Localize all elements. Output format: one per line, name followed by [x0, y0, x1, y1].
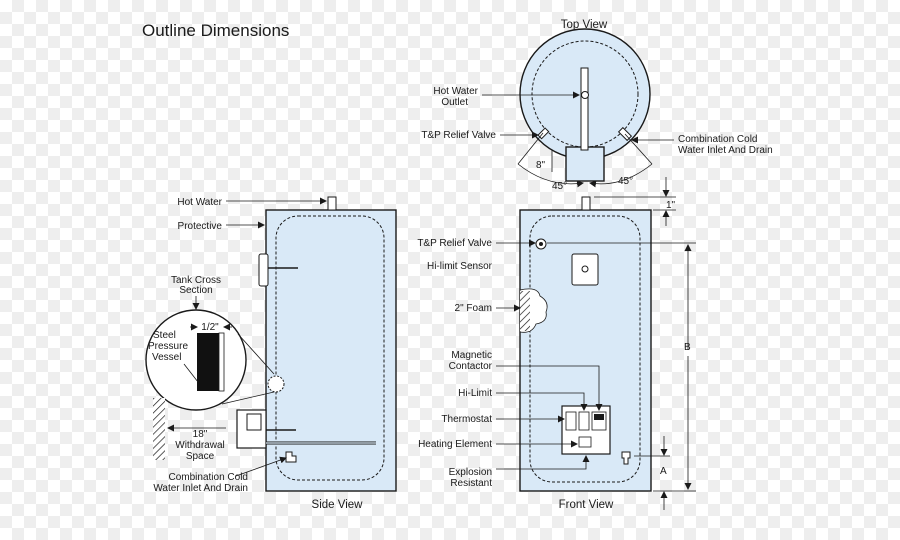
- hot-water-outlet-point: [581, 91, 589, 99]
- angle-right-label: 45°: [618, 176, 633, 187]
- magnetic-contactor-label-1: Magnetic: [451, 350, 492, 361]
- explosion-resistant-leader: [496, 455, 590, 470]
- tank-cross-section-label-2: Section: [179, 285, 212, 296]
- foam-hatch: [520, 291, 530, 331]
- explosion-resistant-label-2: Resistant: [450, 478, 492, 489]
- steel-label-2: Pressure: [148, 341, 188, 352]
- side-view: 1/2" Steel Pressure Vessel Tank Cross Se…: [145, 196, 397, 511]
- side-view-label: Side View: [312, 499, 364, 511]
- steel-label-3: Vessel: [152, 352, 181, 363]
- side-combination-inlet-leader: [235, 456, 287, 477]
- withdrawal-label-1: 18": [193, 429, 208, 440]
- withdrawal-label-3: Space: [186, 451, 215, 462]
- top-view-inner-tank: [531, 40, 639, 148]
- front-view-inner-tank: [529, 215, 641, 483]
- magnetic-contactor-label-2: Contactor: [449, 361, 493, 372]
- wall-hatch: [153, 398, 165, 460]
- heating-element-label: Heating Element: [418, 439, 492, 450]
- angle-arc-left: [517, 163, 584, 188]
- hot-water-outlet-pipe: [580, 67, 589, 151]
- top-combination-inlet-label-2: Water Inlet And Drain: [678, 145, 773, 156]
- side-section-marker: [267, 375, 285, 393]
- tank-cross-section-label-1: Tank Cross: [171, 275, 221, 286]
- side-element-box: [246, 413, 262, 431]
- angle-arc-right: [589, 163, 653, 188]
- thermostat-component: [565, 411, 577, 431]
- hot-water-outlet-label-2: Outlet: [441, 97, 468, 108]
- angle-guide-right: [624, 133, 653, 165]
- dim-1-label: 1": [666, 200, 676, 211]
- half-inch-label: 1/2": [201, 322, 219, 333]
- tp-relief-valve-core: [539, 242, 543, 246]
- steel-pressure-vessel-leader: [183, 363, 199, 383]
- magnifier-tangent-top: [237, 333, 275, 375]
- side-hot-water-label: Hot Water: [177, 197, 222, 208]
- side-upper-fitting: [258, 253, 269, 287]
- steel-pressure-vessel-wall: [197, 333, 219, 391]
- front-drain-valve: [621, 451, 631, 465]
- angle-left-label: 45°: [552, 181, 567, 192]
- hot-water-outlet-label-1: Hot Water: [433, 86, 478, 97]
- tank-wall-sample: [218, 332, 225, 392]
- front-tp-relief-valve-label: T&P Relief Valve: [417, 238, 492, 249]
- dim-8-label: 8": [536, 160, 546, 171]
- dim-a-label: A: [660, 466, 667, 477]
- front-view-label: Front View: [559, 499, 614, 511]
- thermostat-label: Thermostat: [441, 414, 492, 425]
- side-view-tank-outline: [265, 209, 397, 492]
- diagram-title: Outline Dimensions: [142, 21, 289, 40]
- hi-limit-sensor-label: Hi-limit Sensor: [427, 261, 493, 272]
- side-view-inner-tank: [275, 215, 385, 481]
- top-view-base-box: [565, 146, 605, 182]
- side-hot-water-nipple: [327, 196, 337, 211]
- hi-limit-sensor-dot: [581, 265, 589, 273]
- heating-element-terminal: [578, 436, 592, 448]
- explosion-resistant-label-1: Explosion: [449, 467, 492, 478]
- hi-limit-label: Hi-Limit: [458, 388, 492, 399]
- magnifier-tangent-bottom: [221, 391, 275, 405]
- top-combination-inlet-label-1: Combination Cold: [678, 134, 758, 145]
- side-combination-inlet-label-2: Water Inlet And Drain: [153, 483, 248, 494]
- dim-b-label: B: [684, 342, 691, 353]
- magnetic-contactor-leader: [496, 365, 603, 411]
- foam-label: 2" Foam: [455, 303, 492, 314]
- hi-limit-leader: [496, 392, 588, 411]
- top-tp-relief-valve-label: T&P Relief Valve: [421, 130, 496, 141]
- steel-label-1: Steel: [153, 330, 176, 341]
- protective-label: Protective: [178, 221, 223, 232]
- front-hot-water-nipple: [581, 196, 591, 211]
- side-combination-inlet-label-1: Combination Cold: [169, 472, 249, 483]
- top-view: Top View 8" 45° 45° Hot Water Outlet T&P…: [421, 19, 772, 192]
- withdrawal-label-2: Withdrawal: [175, 440, 224, 451]
- top-view-label: Top View: [561, 19, 608, 31]
- contactor-terminals: [594, 414, 604, 420]
- hi-limit-component: [578, 411, 590, 431]
- front-view: T&P Relief Valve Hi-limit Sensor 2" Foam…: [417, 177, 696, 511]
